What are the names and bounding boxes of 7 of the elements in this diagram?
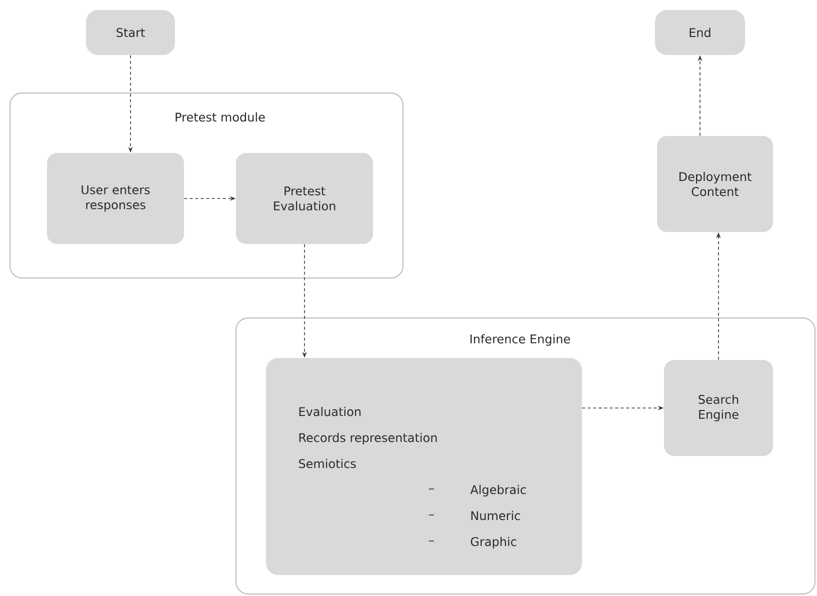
terminal-pill: End [655,10,745,55]
process-box: Deployment Content [657,136,773,232]
process-box: User enters responses [47,153,184,244]
process-box: Evaluation Records representation Semiotics Algebraic Numeric Graphic [266,358,582,575]
terminal-pill: Start [86,10,175,55]
process-box: Pretest Evaluation [236,153,373,244]
process-box: Search Engine [664,360,773,456]
